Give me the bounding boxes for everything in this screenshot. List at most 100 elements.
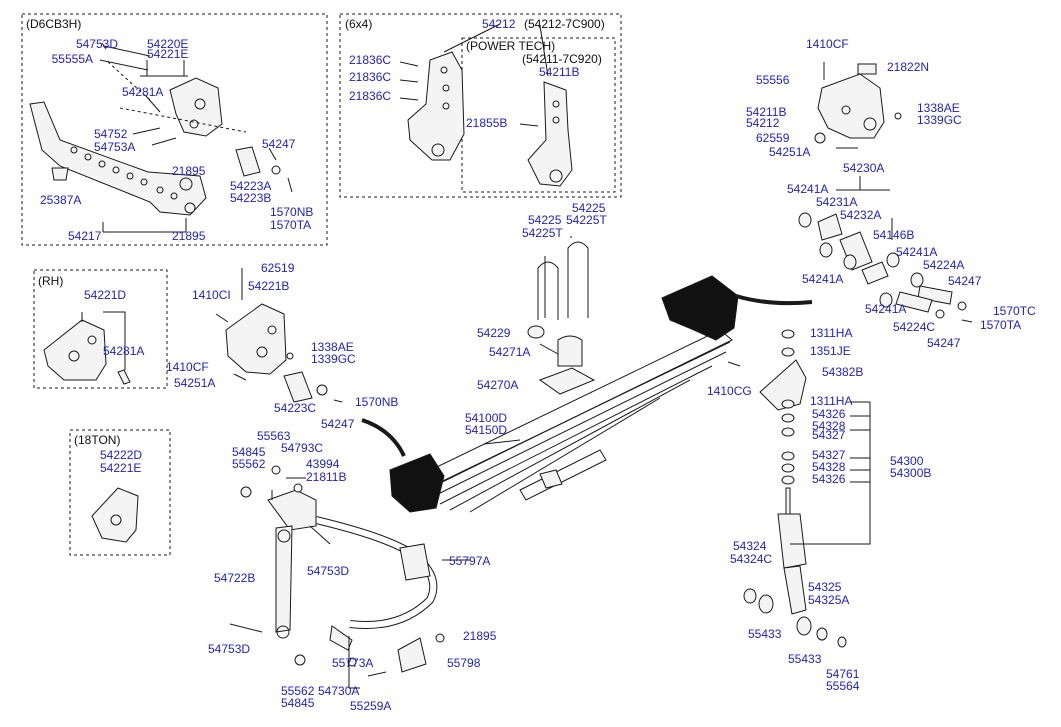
part-label-54225[interactable]: 54225 [528,213,562,227]
part-label-54232a[interactable]: 54232A [840,208,882,222]
part-label-54281a[interactable]: 54281A [103,344,145,358]
part-label-21836c[interactable]: 21836C [349,70,392,84]
part-label-54146b[interactable]: 54146B [873,228,915,242]
part-label-54223a[interactable]: 54223A [230,179,272,193]
part-label-54327[interactable]: 54327 [812,448,846,462]
part-label-54241a[interactable]: 54241A [896,245,938,259]
part-label-21895[interactable]: 21895 [172,164,206,178]
part-label-54225t[interactable]: 54225T [566,213,607,227]
part-label-54324[interactable]: 54324 [733,539,767,553]
part-label-1570ta[interactable]: 1570TA [980,318,1022,332]
part-label-54761[interactable]: 54761 [826,667,860,681]
part-label-55563[interactable]: 55563 [257,429,291,443]
part-label-1351je[interactable]: 1351JE [810,344,851,358]
part-label-54247[interactable]: 54247 [927,336,961,350]
part-label-21811b[interactable]: 21811B [306,470,347,484]
part-label-55798[interactable]: 55798 [447,656,481,670]
part-label-54224c[interactable]: 54224C [893,320,936,334]
part-label-54223b[interactable]: 54223B [230,191,272,205]
part-label-55433[interactable]: 55433 [748,627,782,641]
part-label-54753d[interactable]: 54753D [307,564,350,578]
part-label-54150d[interactable]: 54150D [465,423,508,437]
part-label-1311ha[interactable]: 1311HA [810,394,853,408]
part-label-54753d[interactable]: 54753D [208,642,251,656]
part-label-55556[interactable]: 55556 [756,73,790,87]
part-label-54100d[interactable]: 54100D [465,411,508,425]
part-label-21895[interactable]: 21895 [463,629,497,643]
part-label-54221d[interactable]: 54221D [84,288,127,302]
part-label-54793c[interactable]: 54793C [281,441,324,455]
part-label-54730a[interactable]: 54730A [318,684,360,698]
part-label-1311ha[interactable]: 1311HA [810,326,853,340]
part-label-54241a[interactable]: 54241A [787,182,829,196]
part-label-54211b[interactable]: 54211B [746,105,787,119]
part-label-54221e[interactable]: 54221E [147,47,189,61]
part-label-1339gc[interactable]: 1339GC [917,113,962,127]
part-label-54382b[interactable]: 54382B [822,365,864,379]
part-label-1410ci[interactable]: 1410CI [192,288,231,302]
part-label-21836c[interactable]: 21836C [349,89,392,103]
part-label-54247[interactable]: 54247 [321,417,355,431]
part-label-54845[interactable]: 54845 [232,445,266,459]
part-label-54225[interactable]: 54225 [572,201,606,215]
part-label-54241a[interactable]: 54241A [865,302,907,316]
part-label-54722b[interactable]: 54722B [214,571,256,585]
part-label-54221b[interactable]: 54221B [248,279,290,293]
part-label-54281a[interactable]: 54281A [122,85,164,99]
part-label-54324c[interactable]: 54324C [730,552,773,566]
part-label-55433[interactable]: 55433 [788,652,822,666]
part-label-54327[interactable]: 54327 [812,428,846,442]
part-label-54220e[interactable]: 54220E [147,37,189,51]
part-label-54326[interactable]: 54326 [812,472,846,486]
part-label-54223c[interactable]: 54223C [274,401,317,415]
part-label-54251a[interactable]: 54251A [174,376,216,390]
part-label-1570ta[interactable]: 1570TA [270,218,312,232]
part-label-1338ae[interactable]: 1338AE [311,340,354,354]
part-label-54753d[interactable]: 54753D [75,37,118,51]
part-label-54230a[interactable]: 54230A [843,161,885,175]
part-label-54326[interactable]: 54326 [812,407,846,421]
part-label-1570tc[interactable]: 1570TC [993,304,1036,318]
part-label-21855b[interactable]: 21855B [466,116,508,130]
part-label-54328[interactable]: 54328 [812,419,846,433]
part-label-21836c[interactable]: 21836C [349,53,392,67]
part-label-1410cg[interactable]: 1410CG [707,384,752,398]
part-label-43994[interactable]: 43994 [306,457,340,471]
part-label-21895[interactable]: 21895 [172,229,206,243]
part-label-54241a[interactable]: 54241A [802,272,844,286]
part-label-21822n[interactable]: 21822N [887,60,930,74]
part-label-55564[interactable]: 55564 [826,679,860,693]
part-label-54325a[interactable]: 54325A [808,593,850,607]
part-label-54231a[interactable]: 54231A [816,195,858,209]
part-label-55562[interactable]: 55562 [232,457,266,471]
part-label-55562[interactable]: 55562 [281,684,315,698]
part-label-1410cf[interactable]: 1410CF [806,37,849,51]
part-label-54247[interactable]: 54247 [948,274,982,288]
part-label-54271a[interactable]: 54271A [489,345,531,359]
part-label-62559[interactable]: 62559 [756,131,790,145]
part-label-54224a[interactable]: 54224A [923,258,965,272]
part-label-54251a[interactable]: 54251A [769,145,811,159]
part-label-54212[interactable]: 54212 [746,116,780,130]
part-label-54752[interactable]: 54752 [94,127,128,141]
part-label-54270a[interactable]: 54270A [477,378,519,392]
part-label-54300[interactable]: 54300 [890,454,924,468]
part-label-62519[interactable]: 62519 [261,261,295,275]
part-label-54247[interactable]: 54247 [262,137,296,151]
part-label-54753a[interactable]: 54753A [94,140,136,154]
part-label-1338ae[interactable]: 1338AE [917,101,960,115]
part-label-1339gc[interactable]: 1339GC [311,352,356,366]
part-label-1410cf[interactable]: 1410CF [166,360,209,374]
part-label-54300b[interactable]: 54300B [890,466,932,480]
part-label-54225t[interactable]: 54225T [522,226,563,240]
part-label-54229[interactable]: 54229 [477,326,511,340]
part-label-54222d[interactable]: 54222D [100,448,143,462]
part-label-54325[interactable]: 54325 [808,580,842,594]
part-label-25387a[interactable]: 25387A [40,193,82,207]
part-label-54212[interactable]: 54212 [482,17,516,31]
part-label-55797a[interactable]: 55797A [449,554,491,568]
part-label-55773a[interactable]: 55773A [332,656,374,670]
part-label-54221e[interactable]: 54221E [100,461,142,475]
part-label-1570nb[interactable]: 1570NB [355,395,399,409]
part-label-1570nb[interactable]: 1570NB [270,205,314,219]
